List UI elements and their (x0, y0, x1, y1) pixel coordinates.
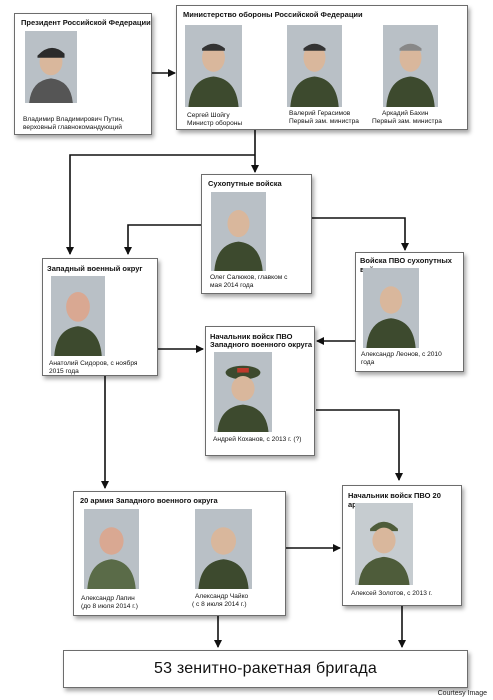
box-title: Начальник войск ПВО (210, 332, 293, 341)
caption-line: Алексей Золотов, с 2013 г. (351, 590, 433, 597)
portrait-photo (25, 31, 77, 103)
person-name: Валерий Герасимов (289, 110, 351, 117)
caption-line: Анатолий Сидоров, с ноября (49, 360, 138, 367)
caption-line: Владимир Владимирович Путин, (23, 116, 124, 123)
person-role: Министр обороны (187, 120, 243, 127)
person-note: (до 8 июля 2014 г.) (81, 603, 138, 610)
ground-air-defense-box: Войска ПВО сухопутных войск Александр Ле… (355, 252, 464, 372)
portrait-photo (363, 268, 419, 348)
portrait-photo (185, 25, 242, 107)
image-credit: Courtesy Image (437, 690, 487, 697)
caption-line: верховный главнокомандующий (23, 124, 122, 131)
brigade-box: 53 зенитно-ракетная бригада (63, 650, 468, 688)
person-role: Первый зам. министра (289, 118, 359, 125)
portrait-photo (214, 352, 272, 432)
person-name: Александр Чайко (195, 593, 249, 600)
person-name: Александр Лапин (81, 595, 135, 602)
arrow-ground-airdefense (312, 217, 409, 251)
portrait-photo (84, 509, 139, 589)
box-title: Западный военный округ (47, 264, 143, 273)
person-name: Сергей Шойгу (187, 112, 230, 119)
portrait-photo (287, 25, 342, 107)
ministry-box: Министерство обороны Российской Федераци… (176, 5, 468, 130)
box-title: Сухопутные войска (208, 179, 282, 188)
arrow-ministry-western (66, 154, 255, 255)
box-title: Министерство обороны Российской Федераци… (183, 10, 363, 19)
arrow-district-ad-army20ad (316, 409, 403, 481)
caption-line: года (361, 359, 375, 366)
portrait-photo (51, 276, 105, 356)
arrow-ground-western (124, 224, 201, 255)
president-box: Президент Российской Федерации Владимир … (14, 13, 152, 135)
caption-line: Александр Леонов, с 2010 (361, 351, 442, 358)
box-title: Западного военного округа (210, 340, 313, 349)
person-note: ( с 8 июля 2014 г.) (192, 601, 247, 608)
caption-line: 2015 года (49, 368, 79, 375)
portrait-photo (383, 25, 438, 107)
caption-line: мая 2014 года (210, 282, 254, 289)
person-name: Аркадий Бахин (382, 110, 429, 117)
person-role: Первый зам. министра (372, 118, 442, 125)
box-title: Президент Российской Федерации (21, 18, 151, 27)
portrait-photo (355, 503, 413, 585)
army-20-box: 20 армия Западного военного округа Алекс… (73, 491, 286, 616)
caption-line: Андрей Коханов, с 2013 г. (?) (213, 436, 302, 443)
western-district-box: Западный военный округ Анатолий Сидоров,… (42, 258, 158, 376)
army-20-air-defense-box: Начальник войск ПВО 20 армии Алексей Зол… (342, 485, 462, 606)
district-air-defense-box: Начальник войск ПВО Западного военного о… (205, 326, 315, 456)
box-title: 20 армия Западного военного округа (80, 496, 218, 505)
caption-line: Олег Салюков, главком с (210, 274, 288, 281)
portrait-photo (211, 192, 266, 271)
portrait-photo (195, 509, 252, 589)
ground-forces-box: Сухопутные войска Олег Салюков, главком … (201, 174, 312, 294)
